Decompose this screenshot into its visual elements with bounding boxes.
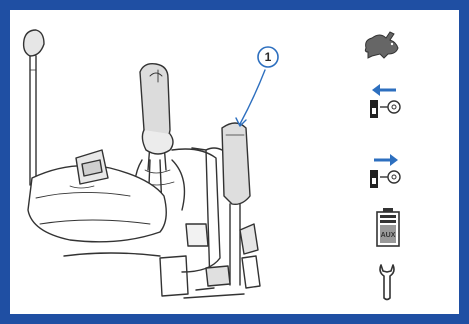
wrench-icon — [376, 262, 398, 302]
key-insert-icon — [368, 150, 404, 190]
diagram-panel: 1 — [10, 10, 459, 314]
symbol-column: AUX — [10, 10, 459, 314]
key-remove-icon — [368, 80, 404, 120]
aux-label: AUX — [381, 232, 396, 239]
aux-battery-icon: AUX — [374, 206, 402, 248]
rabbit-icon — [360, 28, 402, 62]
